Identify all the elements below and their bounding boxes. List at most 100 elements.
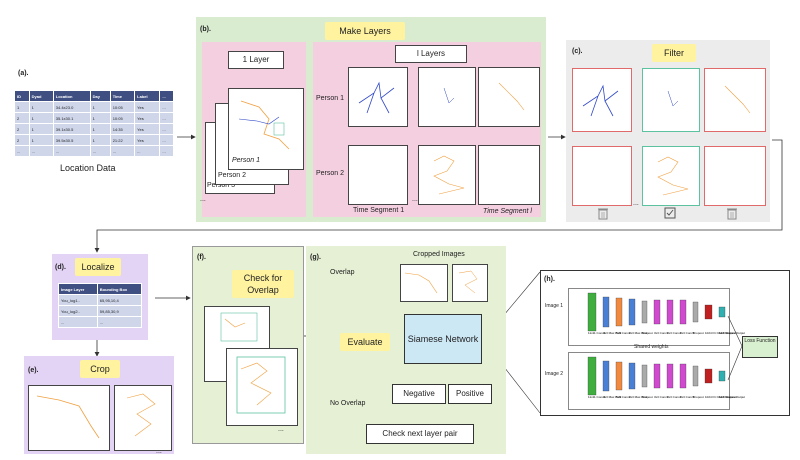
cnn-layer-block [692, 365, 699, 387]
negative-box: Negative [392, 384, 446, 404]
trash-icon [598, 208, 608, 220]
cnn-layer-block [653, 299, 661, 325]
filtered-p1-t1 [572, 68, 632, 132]
one-layer-title: 1 Layer [228, 51, 284, 69]
cnn-layer-label: 3x3 Conv4 [667, 331, 682, 335]
check-box-icon [664, 207, 676, 219]
cnn-layer-block [641, 364, 648, 388]
next-pair-box: Check next layer pair [366, 424, 474, 444]
layer-p2-t2 [418, 145, 476, 205]
cnn-layer-label: 3x3 Max Pool [603, 331, 622, 335]
location-table-cell: 10:05 [109, 112, 136, 124]
bbox-table-cell: ... [96, 316, 143, 328]
overlap-layer-front [226, 348, 298, 426]
cnn-layer-label: 11x11 Conv1 [588, 331, 606, 335]
layer-p1-t1 [348, 67, 408, 127]
cnn-layer-label: 3x3 Conv3 [654, 395, 669, 399]
cnn-layer-block [628, 362, 636, 390]
cnn-layer-block [615, 361, 623, 391]
grid-dots: ... [412, 196, 418, 203]
check-overlap-title: Check for Overlap [232, 270, 294, 298]
cnn-layer-block [587, 292, 597, 332]
cnn-layer-block [602, 360, 610, 392]
stack-dots: ... [200, 196, 206, 203]
location-table-cell: ... [134, 145, 161, 157]
filtered-p2-t2 [642, 146, 700, 206]
filtered-p2-t1 [572, 146, 632, 206]
cnn-layer-block [679, 299, 687, 325]
panel-h-label: (h). [544, 276, 555, 283]
crop-title: Crop [80, 360, 120, 378]
cnn-layer-block [718, 306, 726, 318]
location-table-cell: 1 [28, 134, 54, 146]
cnn-layer-label: 3x3 Conv4 [667, 395, 682, 399]
crop-dots: ... [156, 448, 162, 455]
layer-p2-tl [478, 145, 540, 205]
cnn-layer-label: 5x5 Conv2 [616, 395, 631, 399]
location-table-cell: 1 [89, 123, 111, 135]
loss-connector [727, 315, 743, 347]
branch-2 [568, 352, 730, 410]
filtered-p2-tl [704, 146, 766, 206]
stack-label-person-3: Person 3 [207, 182, 236, 189]
cnn-layer-block [641, 300, 648, 324]
cnn-layer-label: Dropout [693, 331, 704, 335]
loss-function-box: Loss Function [742, 336, 778, 358]
location-table-cell: ... [109, 145, 136, 157]
filter-title: Filter [652, 44, 696, 62]
positive-box: Positive [448, 384, 492, 404]
segment-label-l: Time Segment l [483, 208, 532, 215]
combined-trajectory [238, 100, 290, 150]
cnn-layer-label: 1024 FC ReLU Dropout [705, 331, 737, 335]
stack-label-person-1: Person 1 [232, 157, 261, 164]
row-label-person-1: Person 1 [316, 95, 345, 102]
overlap-label: Overlap [330, 269, 355, 276]
trash-icon [727, 208, 737, 220]
cnn-layer-label: 11x11 Conv1 [588, 395, 606, 399]
cnn-layer-label: 3x3 Max Pool [603, 395, 622, 399]
panel-b-label: (b). [200, 26, 211, 33]
cnn-layer-label: 3x3 Max Pool [629, 331, 648, 335]
cnn-layer-label: 3x3 Conv3 [654, 331, 669, 335]
cnn-layer-block [666, 299, 674, 325]
cnn-layer-block [615, 297, 623, 327]
cnn-layer-block [692, 301, 699, 323]
location-table-cell: 14:35 [109, 123, 136, 135]
cropped-image-2 [114, 385, 172, 451]
filter-dots: ... [633, 200, 639, 207]
location-data-caption: Location Data [60, 163, 116, 173]
overlap-dots: ... [278, 426, 284, 433]
cnn-layer-block [628, 298, 636, 326]
cnn-layer-block [679, 363, 687, 389]
cnn-layer-block [653, 363, 661, 389]
panel-f-label: (f). [197, 254, 206, 261]
bbox-table-cell: 65,95,10,4 [96, 294, 143, 306]
cnn-layer-block [704, 368, 713, 384]
cnn-layer-label: 128 Feature Output [719, 331, 745, 335]
cropped-pair-2 [452, 264, 488, 302]
bbox-table-row: You_log1..65,95,10,4 [58, 294, 143, 306]
loss-connector [727, 345, 743, 381]
cnn-layer-block [666, 363, 674, 389]
row-label-person-2: Person 2 [316, 170, 345, 177]
siamese-network-box: Siamese Network [404, 314, 482, 364]
bbox-table-row: You_log2..59,85,30,9 [58, 305, 143, 317]
cnn-layer-label: 3x3 Conv5 [680, 395, 695, 399]
panel-d-label: (d). [55, 264, 66, 271]
make-layers-title: Make Layers [325, 22, 405, 40]
no-overlap-label: No Overlap [330, 400, 366, 407]
location-table-cell: 39.5x30.5 [52, 134, 91, 146]
cropped-image-1 [28, 385, 110, 451]
location-table-cell: ... [52, 145, 91, 157]
cnn-layer-label: Dropout [693, 395, 704, 399]
image-2-label: Image 2 [545, 371, 564, 377]
cnn-layer-label: 128 Feature Output [719, 395, 745, 399]
bbox-table-cell: You_log2.. [58, 305, 98, 317]
evaluate-title: Evaluate [340, 333, 390, 351]
cnn-layer-label: Dropout [642, 331, 653, 335]
